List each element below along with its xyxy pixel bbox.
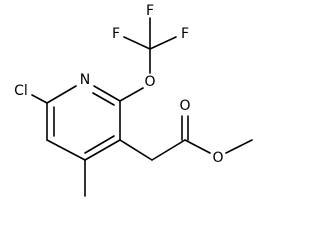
bond-c6-cl: [31, 94, 48, 104]
atom-oxygen-carbonyl: O: [179, 98, 190, 114]
bond-n-c2: [93, 85, 121, 102]
bond-ch2-carbonyl-c: [151, 139, 186, 161]
atom-oxygen-ether: O: [144, 74, 155, 90]
atom-fluorine-left: F: [112, 26, 120, 42]
bond-c3-c4-inner: [84, 135, 115, 154]
bond-cf3-f-right: [149, 36, 177, 50]
atom-nitrogen: N: [80, 72, 90, 88]
bond-c3-c4: [84, 139, 121, 161]
bond-c2-o-ether: [119, 87, 144, 102]
atom-oxygen-ester: O: [212, 150, 223, 166]
bond-c6-n: [46, 85, 77, 104]
bond-c3-ch2: [119, 139, 153, 161]
bond-c4-c5: [46, 139, 86, 161]
molecule-structure-diagram: Cl N O F F F O O: [14, 3, 253, 197]
bond-o-ester-methyl: [225, 139, 253, 154]
bond-cf3-f-left: [123, 36, 151, 50]
atom-chlorine: Cl: [14, 83, 28, 99]
bond-carbonyl-c-o-ester: [184, 139, 211, 154]
atom-fluorine-top: F: [146, 3, 154, 19]
atom-fluorine-right: F: [181, 26, 189, 42]
bond-n-c2-inner: [92, 92, 115, 106]
